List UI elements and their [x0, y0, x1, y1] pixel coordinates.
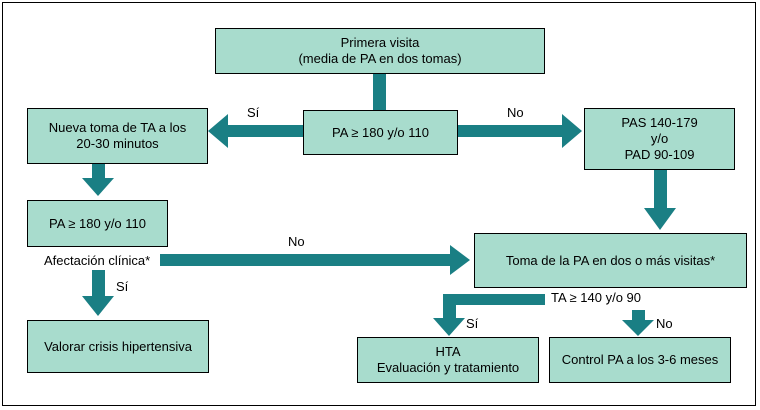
pas-pad-line1: PAS 140-179 — [621, 115, 698, 130]
hta-line1: HTA — [435, 344, 461, 359]
primera-visita-box: Primera visita (media de PA en dos tomas… — [215, 28, 545, 74]
arrow-no-right — [458, 114, 582, 148]
decision-pa-180-text: PA ≥ 180 y/o 110 — [332, 124, 429, 140]
diagram-frame — [2, 2, 756, 406]
pas-pad-line2: y/o — [650, 131, 669, 146]
control-box: Control PA a los 3-6 meses — [549, 337, 731, 383]
hta-line2: Evaluación y tratamiento — [376, 360, 520, 375]
label-si-bottom: Sí — [466, 316, 479, 331]
arrow-si-left — [208, 114, 303, 148]
control-text: Control PA a los 3-6 meses — [561, 352, 719, 367]
nueva-toma-line2: 20-30 minutos — [76, 136, 159, 151]
label-no-top: No — [507, 105, 524, 120]
arrow-no-middle — [160, 245, 470, 275]
valorar-crisis-box: Valorar crisis hipertensiva — [27, 320, 209, 373]
primera-visita-line2: (media de PA en dos tomas) — [298, 51, 462, 66]
label-afectacion: Afectación clínica* — [44, 253, 151, 268]
pas-pad-line3: PAD 90-109 — [624, 147, 695, 162]
arrow-down-si-left — [82, 270, 114, 316]
hta-box: HTA Evaluación y tratamiento — [357, 337, 539, 383]
valorar-crisis-text: Valorar crisis hipertensiva — [44, 338, 192, 354]
arrow-down-pas — [644, 170, 676, 230]
pa-180-left-box: PA ≥ 180 y/o 110 — [27, 200, 168, 247]
connector-top — [373, 74, 386, 110]
nueva-toma-line1: Nueva toma de TA a los — [48, 120, 187, 135]
decision-pa-180-box: PA ≥ 180 y/o 110 — [303, 110, 458, 155]
toma-visitas-box: Toma de la PA en dos o más visitas* — [474, 233, 747, 288]
toma-visitas-text: Toma de la PA en dos o más visitas* — [505, 252, 716, 268]
primera-visita-line1: Primera visita — [340, 35, 420, 50]
arrow-no-control — [622, 310, 654, 336]
pas-pad-box: PAS 140-179 y/o PAD 90-109 — [584, 108, 735, 170]
label-ta-140: TA ≥ 140 y/o 90 — [551, 290, 642, 305]
arrow-si-hta — [433, 294, 545, 336]
label-no-middle: No — [288, 234, 305, 249]
label-no-bottom: No — [656, 316, 673, 331]
nueva-toma-box: Nueva toma de TA a los 20-30 minutos — [27, 108, 208, 164]
arrow-down-nueva — [82, 164, 114, 196]
pa-180-left-text: PA ≥ 180 y/o 110 — [49, 215, 146, 231]
label-si-left: Sí — [116, 279, 129, 294]
label-si-top: Sí — [247, 105, 260, 120]
